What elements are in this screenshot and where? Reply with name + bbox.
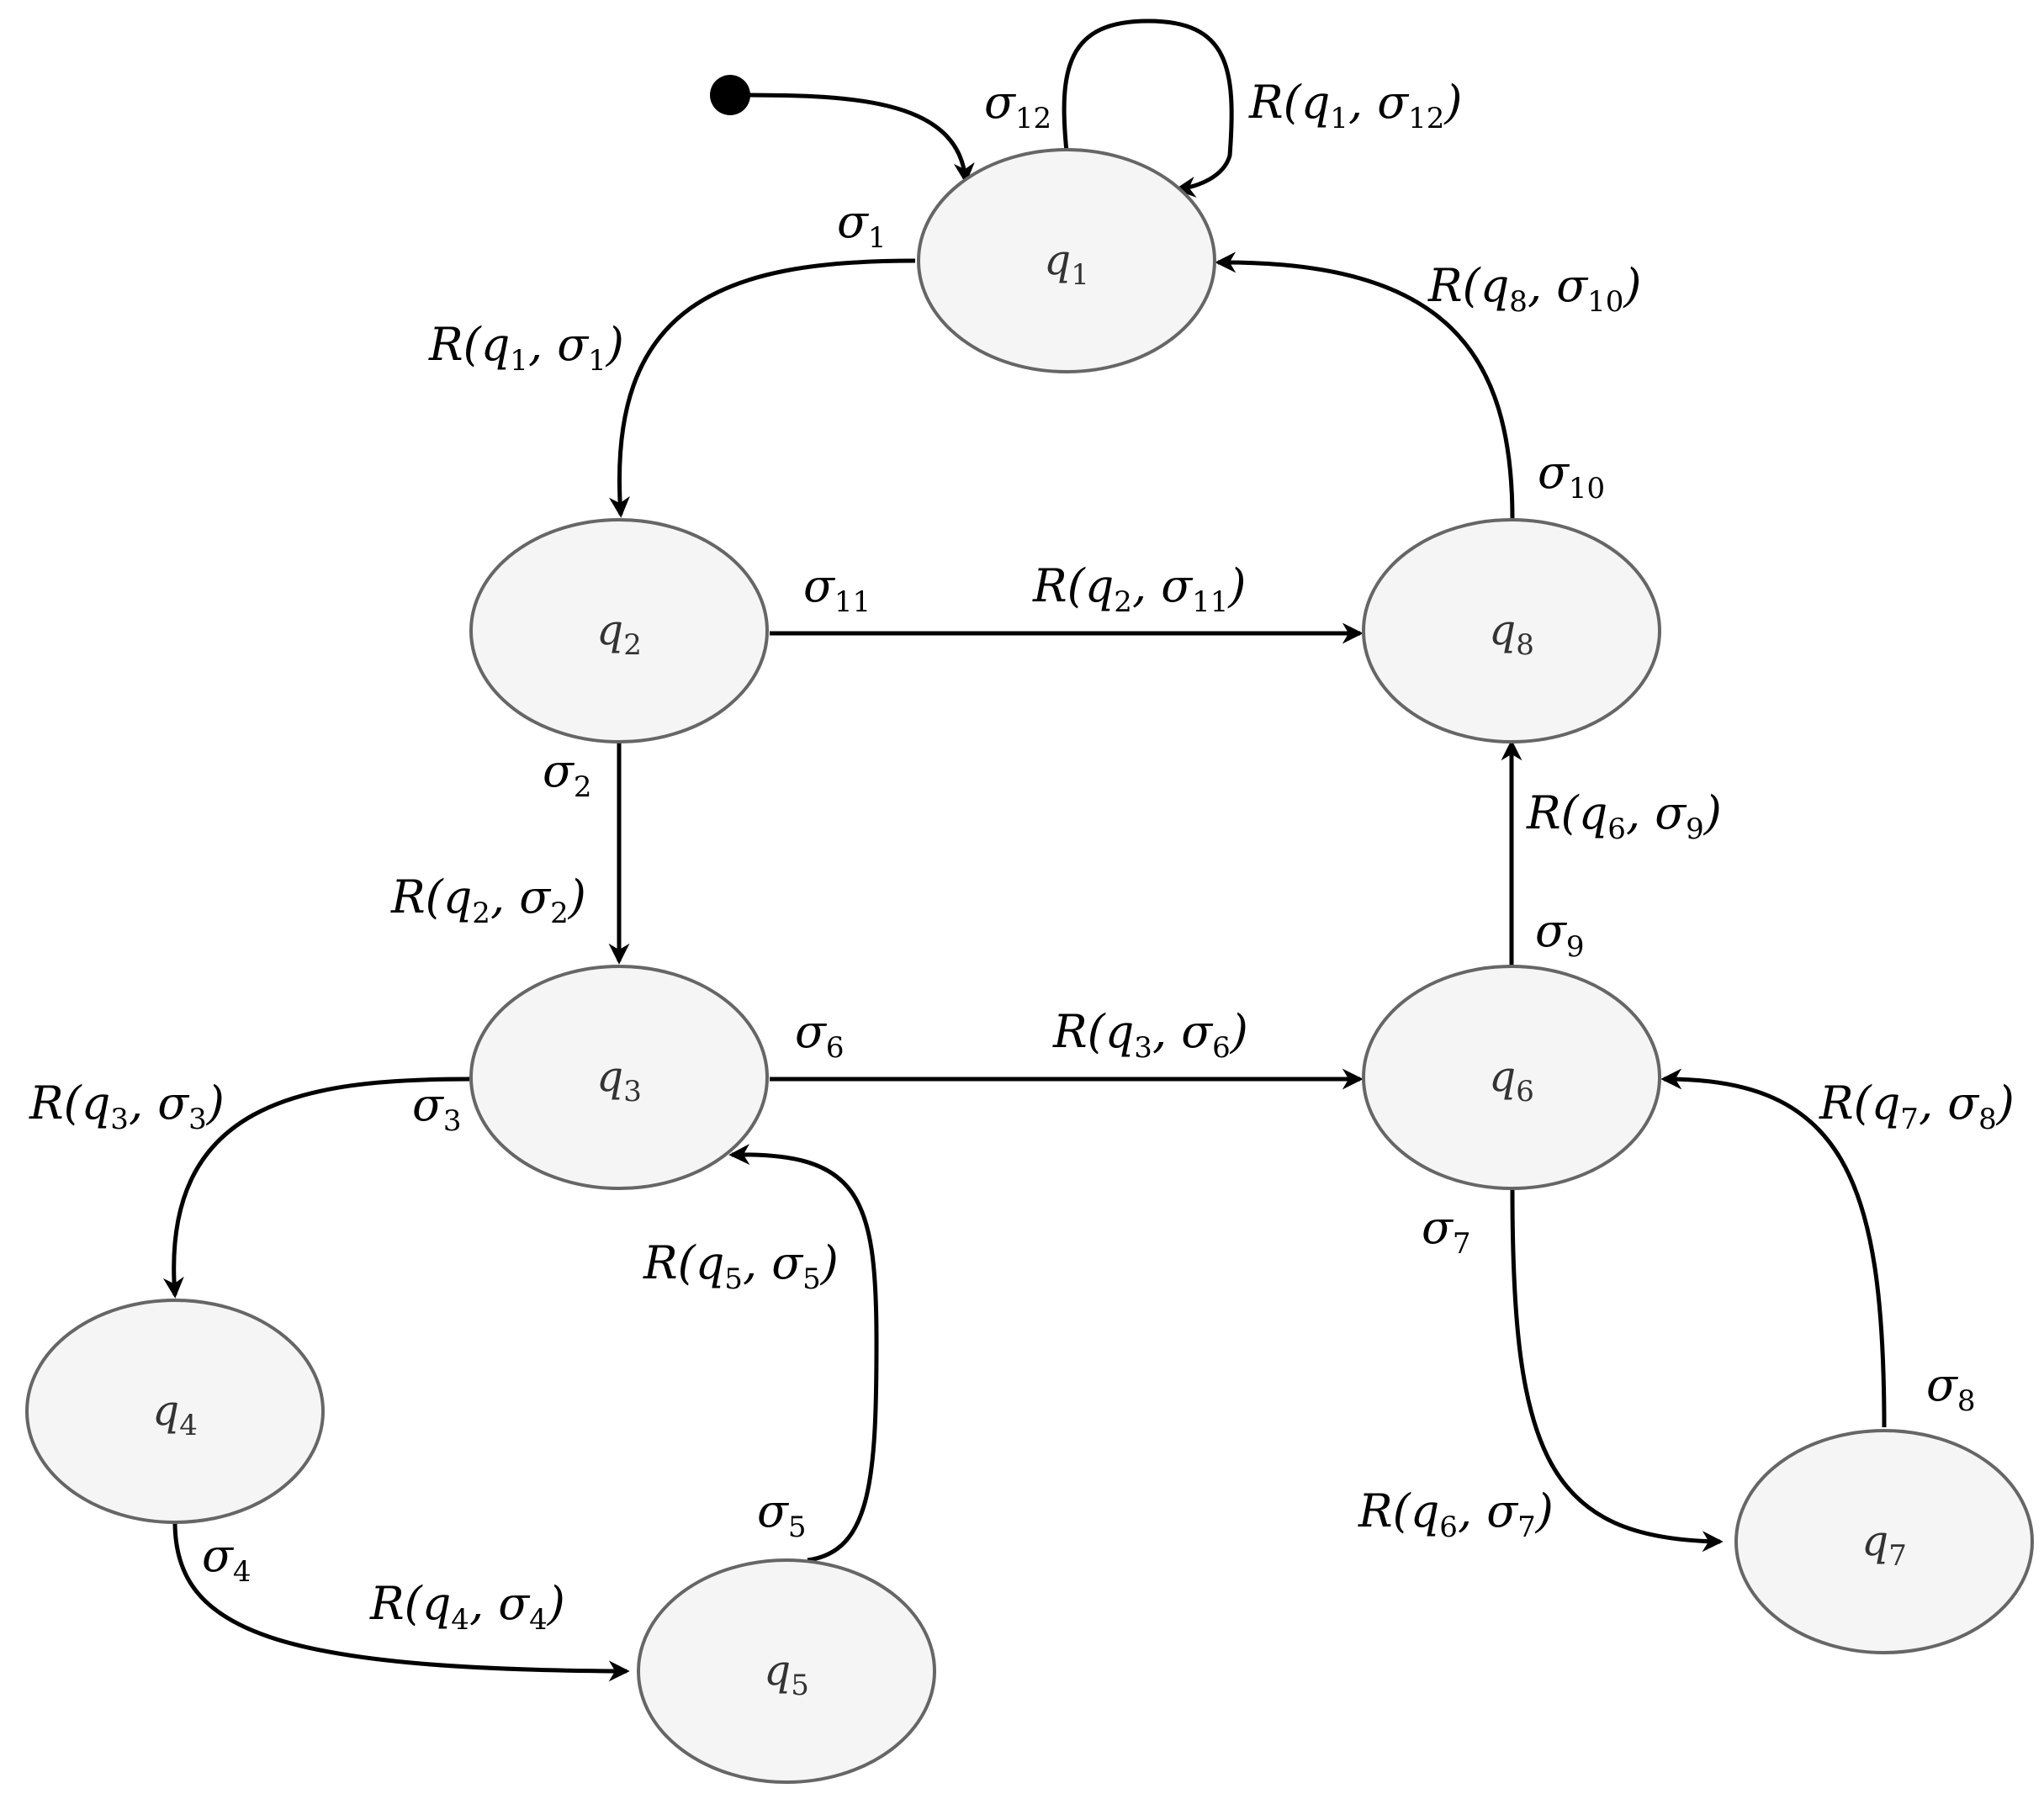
state-label: q (596, 606, 623, 654)
state-label: q (596, 1052, 623, 1101)
edge-init (729, 93, 975, 184)
state-subscript: 6 (1516, 1075, 1534, 1109)
state-q7: q7 (1734, 1429, 2034, 1654)
event-label-e6: σ6 (795, 1005, 845, 1065)
reward-label-e3: R(q3, σ3) (29, 1077, 225, 1136)
state-label: q (764, 1646, 791, 1695)
reward-label-e9: R(q6, σ9) (1526, 786, 1722, 846)
event-label-e12: σ12 (984, 76, 1051, 135)
reward-label-e11: R(q2, σ11) (1032, 559, 1246, 619)
edge-e5 (728, 1144, 879, 1563)
svg-text:q8: q8 (1489, 606, 1534, 662)
state-q5: q5 (637, 1558, 936, 1784)
svg-text:q4: q4 (152, 1386, 198, 1442)
state-q8: q8 (1362, 518, 1661, 743)
state-q4: q4 (25, 1299, 325, 1524)
event-label-e9: σ9 (1535, 904, 1585, 964)
event-label-e5: σ5 (757, 1484, 807, 1544)
edge-e12 (1062, 19, 1234, 198)
state-subscript: 3 (623, 1075, 642, 1109)
svg-text:q6: q6 (1489, 1052, 1534, 1109)
event-label-e1: σ1 (837, 195, 887, 255)
state-q1: q1 (917, 148, 1216, 373)
edge-e8 (1660, 1068, 1887, 1428)
state-q6: q6 (1362, 965, 1661, 1190)
state-subscript: 2 (623, 628, 642, 662)
reward-label-e10: R(q8, σ10) (1427, 259, 1641, 319)
state-label: q (152, 1386, 179, 1435)
event-label-e3: σ3 (412, 1078, 462, 1138)
edge-e4 (172, 1521, 630, 1682)
state-subscript: 8 (1516, 628, 1534, 662)
edge-e3 (162, 1077, 470, 1299)
edge-e7 (1510, 1189, 1724, 1553)
event-label-e4: σ4 (202, 1529, 252, 1589)
reward-label-e8: R(q7, σ8) (1819, 1077, 2015, 1136)
svg-text:q3: q3 (596, 1052, 642, 1109)
svg-text:q7: q7 (1861, 1516, 1907, 1573)
state-subscript: 5 (791, 1669, 809, 1702)
reward-label-e6: R(q3, σ6) (1052, 1005, 1248, 1065)
edge-e10 (1215, 251, 1515, 520)
state-q3: q3 (469, 965, 769, 1190)
state-label: q (1489, 606, 1516, 654)
state-label: q (1044, 235, 1071, 284)
svg-text:q5: q5 (764, 1646, 809, 1702)
event-label-e10: σ10 (1538, 446, 1605, 505)
event-label-e2: σ2 (543, 744, 592, 804)
reward-label-e7: R(q6, σ7) (1358, 1484, 1554, 1544)
reward-label-e1: R(q1, σ1) (428, 318, 624, 378)
state-q2: q2 (469, 518, 769, 743)
state-label: q (1861, 1516, 1888, 1565)
event-label-e11: σ11 (803, 559, 871, 619)
state-label: q (1489, 1052, 1516, 1101)
event-label-e7: σ7 (1422, 1201, 1471, 1261)
event-label-e8: σ8 (1926, 1358, 1976, 1418)
svg-text:q2: q2 (596, 606, 642, 662)
reward-label-e5: R(q5, σ5) (643, 1236, 839, 1296)
reward-label-e12: R(q1, σ12) (1248, 76, 1462, 135)
state-subscript: 1 (1071, 258, 1089, 292)
reward-label-e2: R(q2, σ2) (390, 870, 586, 930)
reward-label-e4: R(q4, σ4) (369, 1577, 565, 1637)
state-subscript: 4 (179, 1409, 198, 1442)
edge-e1 (609, 258, 916, 518)
state-subscript: 7 (1888, 1539, 1907, 1573)
svg-text:q1: q1 (1044, 235, 1089, 292)
